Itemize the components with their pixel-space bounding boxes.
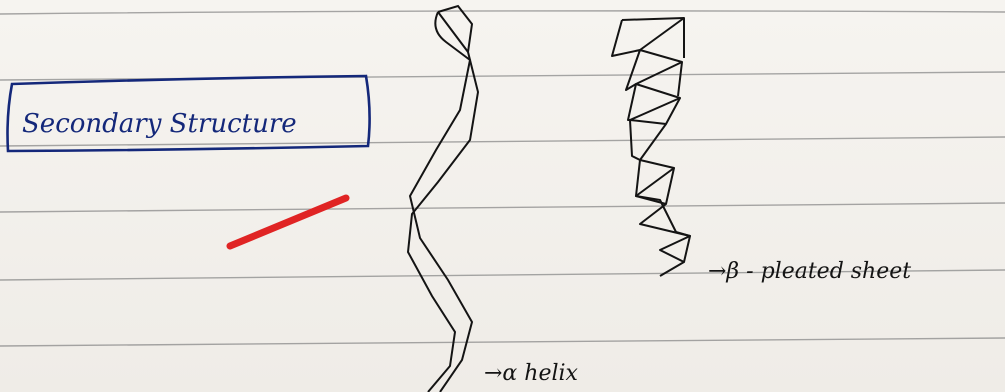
page-title: Secondary Structure <box>22 109 297 139</box>
alpha-helix-drawing <box>408 6 478 392</box>
alpha-helix-label: →α helix <box>484 361 579 386</box>
beta-sheet-drawing <box>612 18 690 276</box>
beta-sheet-label: →β - pleated sheet <box>708 259 911 284</box>
red-marker-stroke <box>230 198 346 246</box>
ruled-lines <box>0 11 1005 346</box>
